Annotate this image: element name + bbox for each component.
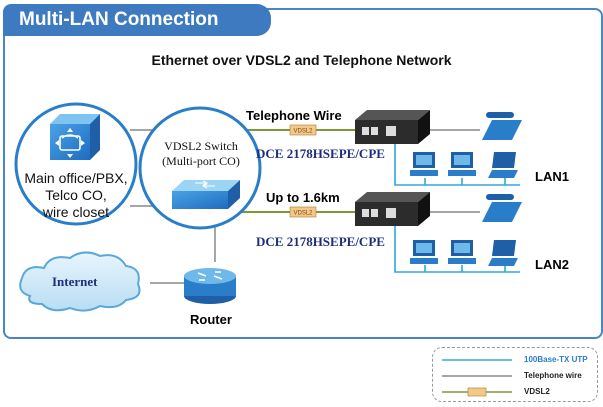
internet-cloud-icon xyxy=(19,251,141,312)
main-office-circle xyxy=(14,102,138,226)
distance-label: Up to 1.6km xyxy=(266,190,340,205)
internet-label: Internet xyxy=(52,274,98,289)
lan2-pc-icon-2 xyxy=(448,240,476,264)
router-icon xyxy=(184,268,236,304)
router-label: Router xyxy=(190,312,232,327)
switch-label-line-2: (Multi-port CO) xyxy=(162,154,240,168)
legend-telephone-label: Telephone wire xyxy=(524,371,582,380)
vdsl2-tag-1 xyxy=(289,124,317,136)
legend-vdsl2-label: VDSL2 xyxy=(524,387,550,396)
pbx-cube-icon xyxy=(50,114,100,160)
lan1-laptop-icon xyxy=(488,152,518,178)
legend-utp-label: 100Base-TX UTP xyxy=(524,355,588,364)
lan1-pc-icon-2 xyxy=(448,152,476,176)
cpe1-label: DCE 2178HSEPE/CPE xyxy=(256,146,385,161)
main-office-label: Main office/PBX, Telco CO, wire closet xyxy=(16,170,136,221)
page-title: Multi-LAN Connection xyxy=(3,4,271,36)
diagram-subtitle: Ethernet over VDSL2 and Telephone Networ… xyxy=(151,52,452,68)
lan2-pc-icon-1 xyxy=(410,240,438,264)
page-title-text: Multi-LAN Connection xyxy=(19,9,219,30)
vdsl2-tag-2 xyxy=(289,206,317,218)
cpe2-label: DCE 2178HSEPE/CPE xyxy=(256,234,385,249)
lan1-utp-bus xyxy=(394,142,520,186)
lan1-label: LAN1 xyxy=(535,169,569,184)
main-office-line-3: wire closet xyxy=(42,204,110,220)
telephone-icon-2 xyxy=(482,194,522,222)
telephone-icon-1 xyxy=(482,112,522,140)
cpe1-device-icon xyxy=(355,110,430,144)
lan1-pc-icon-1 xyxy=(410,152,438,176)
lan2-utp-bus xyxy=(394,224,520,273)
main-office-line-1: Main office/PBX, xyxy=(24,170,128,186)
cpe2-device-icon xyxy=(355,192,430,226)
vdsl2-tag-text-1: VDSL2 xyxy=(293,129,313,135)
switch-label: VDSL2 Switch (Multi-port CO) xyxy=(146,139,256,169)
lan2-laptop-icon xyxy=(488,240,518,266)
legend-box xyxy=(432,347,598,402)
vdsl2-tag-text-2: VDSL2 xyxy=(293,211,313,217)
main-office-line-2: Telco CO, xyxy=(45,187,107,203)
lan2-label: LAN2 xyxy=(535,257,569,272)
switch-label-line-1: VDSL2 Switch xyxy=(164,139,238,153)
legend-vdsl2-tag xyxy=(467,387,487,397)
telephone-wire-label: Telephone Wire xyxy=(246,108,342,123)
vdsl2-switch-icon xyxy=(172,180,240,209)
